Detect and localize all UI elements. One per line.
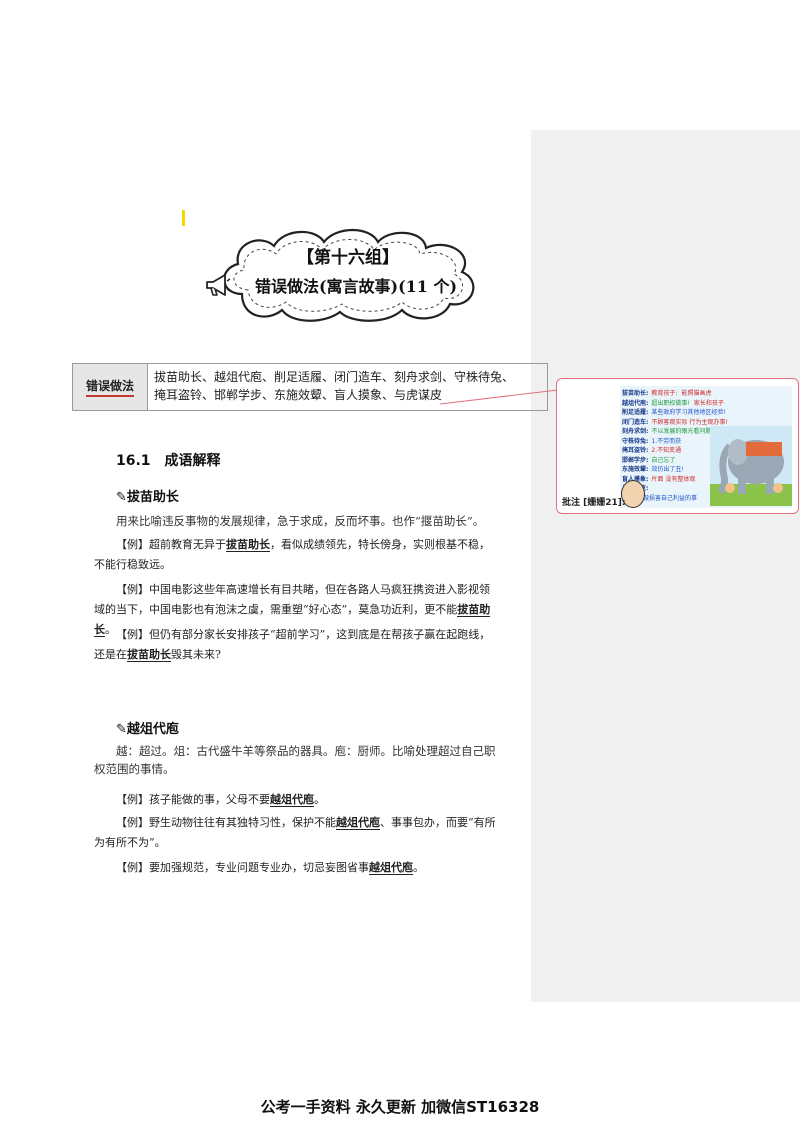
idiom-table: 错误做法 拔苗助长、越俎代庖、削足适履、闭门造车、刻舟求剑、守株待兔、 掩耳盗铃…	[72, 363, 548, 411]
idiom-term: 拔苗助长	[94, 603, 491, 637]
comment-image: 拔苗助长:教育孩子:能照猫画虎越俎代庖:超出职权做事!家长和孩子削足适履:某些政…	[620, 386, 792, 508]
idiom-heading: ✎拔苗助长	[116, 486, 179, 505]
example-paragraph: 【例】孩子能做的事，父母不要越俎代庖。	[116, 793, 325, 807]
example-paragraph: 【例】野生动物往往有其独特习性，保护不能越俎代庖、事事包办，而要“有所为有所不为…	[94, 816, 496, 849]
footer-watermark: 公考一手资料 永久更新 加微信ST16328	[260, 1098, 540, 1116]
comment-image-row: 盲人摸象:片面 没有整体观	[622, 475, 696, 483]
comment-image-row: 东施效颦:效仿出了丑!	[622, 466, 684, 473]
idiom-term: 越俎代庖	[369, 861, 413, 875]
section-title: 成语解释	[164, 453, 221, 469]
comment-image-row: 守株待兔:1.不劳而获	[622, 437, 682, 445]
comment-image-row: 刻舟求剑:不以发展的眼光看问题	[622, 428, 712, 435]
comment-image-row: 越俎代庖:超出职权做事!家长和孩子	[622, 399, 724, 407]
section-heading: 16.1 成语解释	[116, 450, 221, 470]
table-line-2: 掩耳盗铃、邯郸学步、东施效颦、盲人摸象、与虎谋皮	[154, 388, 443, 402]
idiom-term: 拔苗助长	[226, 538, 270, 552]
pencil-icon: ✎	[116, 490, 127, 505]
example-paragraph: 【例】超前教育无异于拔苗助长，看似成绩领先，特长傍身，实则根基不稳，不能行稳致远…	[94, 538, 490, 571]
elephant-illustration	[710, 426, 792, 506]
group-subtitle: 错误做法(寓言故事)(11 个)	[254, 277, 458, 296]
table-header-label: 错误做法	[85, 377, 134, 397]
group-title: 【第十六组】	[297, 248, 399, 268]
comment-image-row: 掩耳盗铃:2.不知变通	[622, 447, 682, 454]
section-number: 16.1	[116, 453, 151, 469]
comment-image-row: 邯郸学步:自己忘了	[622, 456, 676, 464]
megaphone-icon	[206, 274, 231, 296]
example-paragraph: 【例】中国电影这些年高速增长有目共睹，但在各路人马疯狂携资进入影视领域的当下，中…	[94, 583, 491, 637]
avatar	[621, 480, 645, 508]
pencil-icon: ✎	[116, 722, 127, 737]
idiom-term: 越俎代庖	[336, 816, 380, 830]
text-cursor-marker	[182, 210, 185, 226]
example-paragraph: 【例】但仍有部分家长安排孩子“超前学习”，这到底是在帮孩子赢在起跑线，还是在拔苗…	[94, 628, 491, 662]
comment-image-row: 闭门造车:不顾客观实际 行为主观办事!	[622, 418, 728, 426]
comment-image-row: 削足适履:某些政府学习其他地区经验!	[622, 409, 726, 416]
comment-image-row: 让别人做损害自己利益的事	[625, 494, 698, 502]
idiom-term: 越俎代庖	[270, 793, 314, 807]
table-header-cell: 错误做法	[73, 364, 148, 410]
comment-connector	[440, 389, 559, 405]
table-body-cell: 拔苗助长、越俎代庖、削足适履、闭门造车、刻舟求剑、守株待兔、 掩耳盗铃、邯郸学步…	[148, 364, 547, 410]
table-line-1: 拔苗助长、越俎代庖、削足适履、闭门造车、刻舟求剑、守株待兔、	[154, 370, 515, 384]
idiom-definition: 越：超过。俎：古代盛牛羊等祭品的器具。庖：厨师。比喻处理超过自己职权范围的事情。	[94, 744, 496, 776]
idiom-name: 越俎代庖	[126, 722, 179, 737]
comment-author-label: 批注 [姗姗21]:	[562, 498, 626, 508]
comment-image-row: 拔苗助长:教育孩子:能照猫画虎	[622, 390, 712, 397]
idiom-name: 拔苗助长	[126, 490, 179, 505]
title-cloud-frame	[223, 229, 475, 322]
idiom-term: 拔苗助长	[127, 648, 171, 662]
example-paragraph: 【例】要加强规范，专业问题专业办，切忌妄图省事越俎代庖。	[116, 861, 424, 875]
idiom-definition: 用来比喻违反事物的发展规律，急于求成，反而坏事。也作“揠苗助长”。	[116, 514, 485, 528]
comment-sidebar	[531, 130, 800, 1002]
idiom-heading: ✎越俎代庖	[116, 718, 179, 737]
